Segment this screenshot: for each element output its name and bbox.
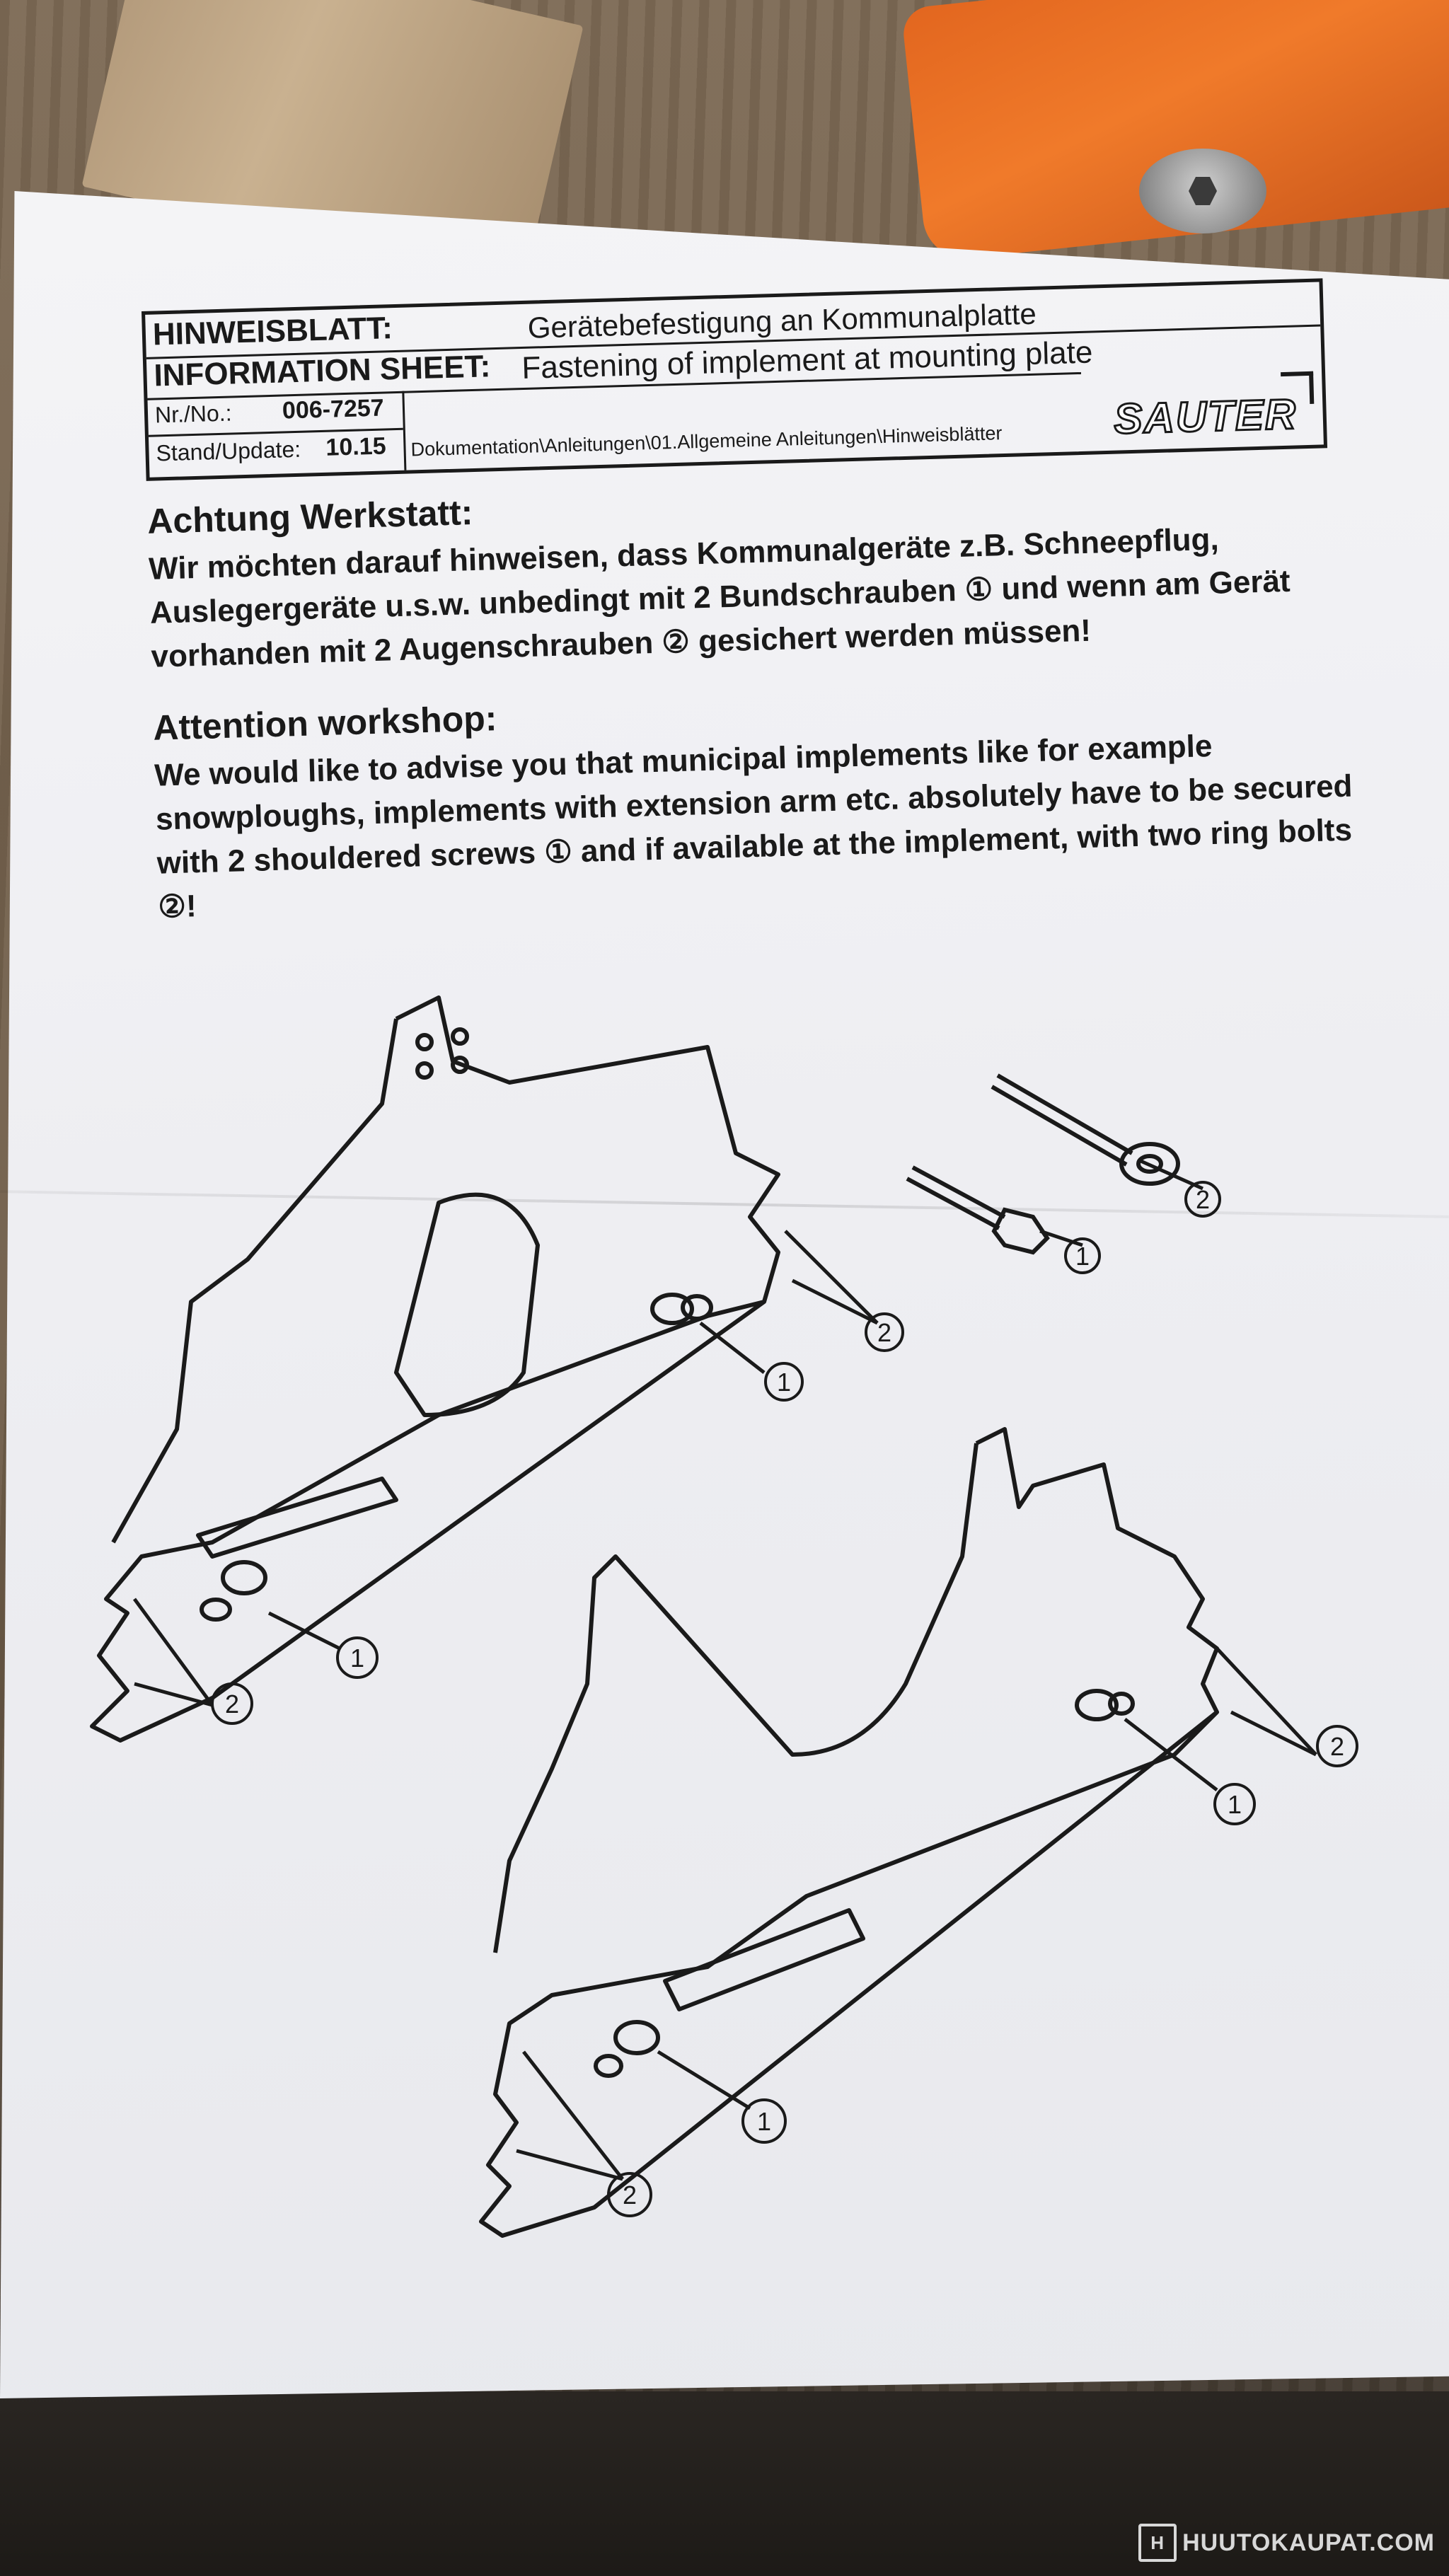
header-divider: [402, 391, 407, 470]
callout-number: 1: [777, 1368, 791, 1397]
mounting-plate-upper-cutout: [394, 1192, 540, 1417]
callout-circle: [1213, 1783, 1256, 1825]
callout-number: 2: [877, 1318, 891, 1347]
mounting-plate-upper-edge: [111, 1018, 398, 1544]
upper-hole: [451, 1027, 469, 1046]
german-body: Wir möchten darauf hinweisen, dass Kommu…: [148, 521, 1291, 674]
callout-line: [791, 1278, 879, 1325]
shouldered-screw-icon: [906, 1165, 1050, 1255]
english-body: We would like to advise you that municip…: [154, 728, 1353, 925]
callout-line: [516, 2149, 623, 2181]
dark-floor: [0, 2391, 1449, 2576]
number-label: Nr./No.:: [154, 400, 233, 428]
upper-hole: [451, 1056, 469, 1074]
callout-number: 2: [623, 2181, 637, 2210]
mounting-plate-upper-rib: [196, 1477, 398, 1559]
callout-circle: [764, 1362, 804, 1402]
callout-circle: [1316, 1725, 1358, 1767]
update-value: 10.15: [325, 432, 387, 461]
mounting-plate-upper: [90, 995, 780, 1743]
logo-text: SAUTER: [1112, 389, 1298, 444]
callout-number: 2: [1196, 1185, 1210, 1214]
logo-arrow-icon: [1281, 371, 1315, 405]
callout-line: [1216, 1647, 1317, 1756]
callout-number: 1: [350, 1644, 364, 1673]
huutokaupat-logo-icon: H: [1138, 2524, 1177, 2562]
number-value: 006-7257: [282, 394, 385, 424]
update-label: Stand/Update:: [156, 436, 301, 466]
callout-line: [1230, 1710, 1317, 1757]
callout-circle: [607, 2172, 652, 2217]
sauter-logo: SAUTER: [1091, 370, 1320, 444]
washer-icon: [200, 1293, 1135, 2078]
callout-line: [1124, 1718, 1218, 1791]
watermark: H HUUTOKAUPAT.COM: [1138, 2524, 1435, 2562]
mounting-plate-drawing: 2 1 2 1 1 2 1 2 1 2: [90, 995, 1358, 2238]
callout-number: 1: [1228, 1790, 1242, 1819]
header-box: HINWEISBLATT: Gerätebefestigung an Kommu…: [142, 278, 1328, 481]
callout-circle: [741, 2098, 787, 2144]
callout-line: [657, 2050, 751, 2110]
information-sheet-paper: [0, 191, 1449, 2398]
ring-bolt-icon: [991, 1073, 1180, 1186]
callout-circle: [1064, 1237, 1101, 1274]
title-german: Gerätebefestigung an Kommunalplatte: [527, 296, 1037, 345]
mounting-plate-lower: [479, 1427, 1219, 2238]
watermark-text: HUUTOKAUPAT.COM: [1182, 2529, 1435, 2556]
callout-line: [522, 2050, 624, 2181]
mounting-plate-lower-edge: [493, 1443, 978, 1953]
callout-line: [1138, 1158, 1204, 1191]
sheet-content: HINWEISBLATT: Gerätebefestigung an Kommu…: [142, 277, 1375, 930]
callout-circle: [865, 1312, 904, 1352]
callout-number: 2: [225, 1690, 239, 1719]
mounting-plate-lower-rib: [663, 1908, 865, 2011]
callout-circle: [211, 1682, 253, 1725]
callout-line: [267, 1611, 341, 1651]
callout-number: 1: [757, 2107, 771, 2136]
upper-hole: [415, 1061, 434, 1080]
callout-line: [699, 1322, 766, 1374]
callout-line: [132, 1598, 214, 1706]
upper-hole: [415, 1033, 434, 1051]
callout-number: 2: [1330, 1732, 1344, 1761]
hinweisblatt-label: HINWEISBLATT:: [152, 311, 393, 352]
callout-line: [784, 1230, 879, 1324]
callout-line: [134, 1682, 213, 1707]
callout-number: 1: [1075, 1242, 1090, 1271]
callout-circle: [1184, 1181, 1221, 1218]
callout-circle: [336, 1636, 379, 1679]
callout-line: [1039, 1229, 1083, 1247]
document-path: Dokumentation\Anleitungen\01.Allgemeine …: [410, 422, 1003, 461]
